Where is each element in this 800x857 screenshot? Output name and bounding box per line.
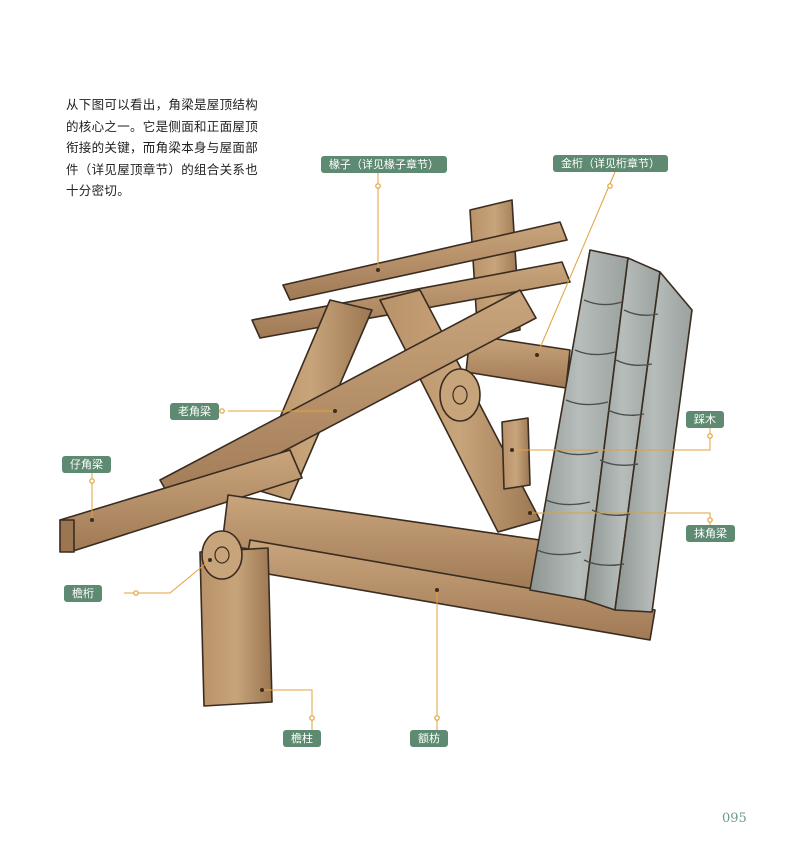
purlin-end-lower	[201, 530, 243, 580]
label-architrave: 额枋	[410, 730, 448, 747]
rafter-upper	[282, 221, 568, 301]
label-rafter: 椽子（详见椽子章节）	[321, 156, 447, 173]
label-golden-purlin: 金桁（详见桁章节）	[553, 155, 668, 172]
purlin-end-upper-ring	[452, 385, 468, 405]
label-eave-purlin: 檐桁	[64, 585, 102, 602]
stepping-wood	[501, 417, 531, 490]
eave-column	[199, 547, 273, 707]
leader-endpoints	[89, 183, 713, 721]
label-eave-column: 檐柱	[283, 730, 321, 747]
intro-line: 从下图可以看出，角梁是屋顶结构	[66, 97, 259, 112]
intro-line: 十分密切。	[66, 183, 131, 198]
intro-line: 衔接的关键，而角梁本身与屋面部	[66, 140, 259, 155]
label-young-corner-beam: 仔角梁	[62, 456, 111, 473]
label-stepping-wood: 踩木	[686, 411, 724, 428]
label-old-corner-beam: 老角梁	[170, 403, 219, 420]
label-diagonal-beam: 抹角梁	[686, 525, 735, 542]
purlin-end-lower-ring	[214, 546, 230, 564]
intro-line: 件（详见屋顶章节）的组合关系也	[66, 161, 259, 177]
intro-line: 的核心之一。它是侧面和正面屋顶	[66, 118, 259, 134]
purlin-end-upper	[439, 368, 481, 422]
page-number: 095	[722, 811, 747, 826]
beam-end-face	[59, 519, 75, 553]
tile-seams	[536, 299, 659, 567]
leader-targets	[90, 268, 539, 692]
intro-paragraph: 从下图可以看出，角梁是屋顶结构 的核心之一。它是侧面和正面屋顶 衔接的关键，而角…	[66, 94, 266, 202]
roof-tiles-right	[614, 271, 693, 613]
